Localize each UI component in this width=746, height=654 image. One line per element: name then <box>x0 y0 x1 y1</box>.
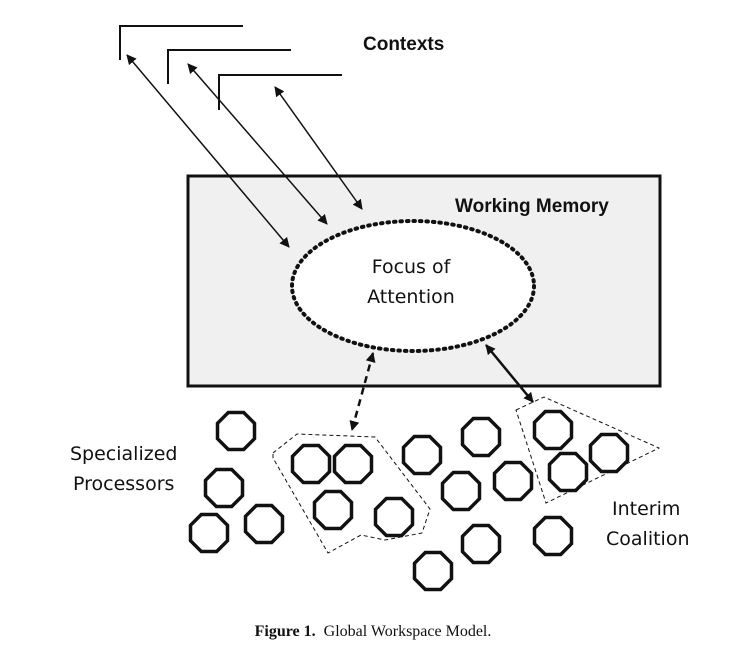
processor-octagon <box>460 523 502 565</box>
processor-octagon <box>312 489 354 531</box>
context-frames <box>119 25 342 110</box>
processor-octagon <box>188 512 230 554</box>
processor-octagon <box>492 460 534 502</box>
focus-label-line2: Attention <box>367 286 455 308</box>
processor-octagon <box>440 470 482 512</box>
interim-coalition-line2: Coalition <box>606 528 690 550</box>
context-frame-2 <box>167 49 291 84</box>
processors <box>188 409 630 592</box>
context-frame-1 <box>119 25 243 60</box>
processor-group-region <box>272 433 431 554</box>
context-frame-3 <box>218 74 342 110</box>
figure-caption: Figure 1. Global Workspace Model. <box>255 623 492 640</box>
figure-caption-label: Figure 1. <box>255 623 316 640</box>
context-arrow-3 <box>274 86 363 210</box>
context-arrows <box>126 54 363 248</box>
contexts-label: Contexts <box>363 34 444 55</box>
processor-octagon <box>203 467 245 509</box>
processor-octagon <box>215 410 257 452</box>
specialized-processors-line2: Processors <box>73 473 174 495</box>
processor-octagon <box>290 443 332 485</box>
focus-label-line1: Focus of <box>372 256 452 278</box>
focus-to-coalition-arrow <box>485 344 534 403</box>
processor-octagon <box>373 496 415 538</box>
processor-octagon <box>460 416 502 458</box>
processor-octagon <box>332 443 374 485</box>
figure-caption-text: Global Workspace Model. <box>324 623 492 640</box>
processor-octagon <box>243 503 285 545</box>
focus-to-processors-arrow <box>349 352 376 431</box>
processor-octagon <box>547 451 589 493</box>
processor-octagon <box>532 409 574 451</box>
processor-octagon <box>532 515 574 557</box>
interim-coalition-region <box>515 396 661 504</box>
working-memory-label: Working Memory <box>455 196 609 217</box>
processor-octagon <box>401 434 443 476</box>
processor-octagon <box>412 550 454 592</box>
processor-octagon <box>588 432 630 474</box>
focus-of-attention-ellipse <box>290 219 536 353</box>
specialized-processors-line1: Specialized <box>70 443 177 465</box>
interim-coalition-line1: Interim <box>612 498 680 520</box>
